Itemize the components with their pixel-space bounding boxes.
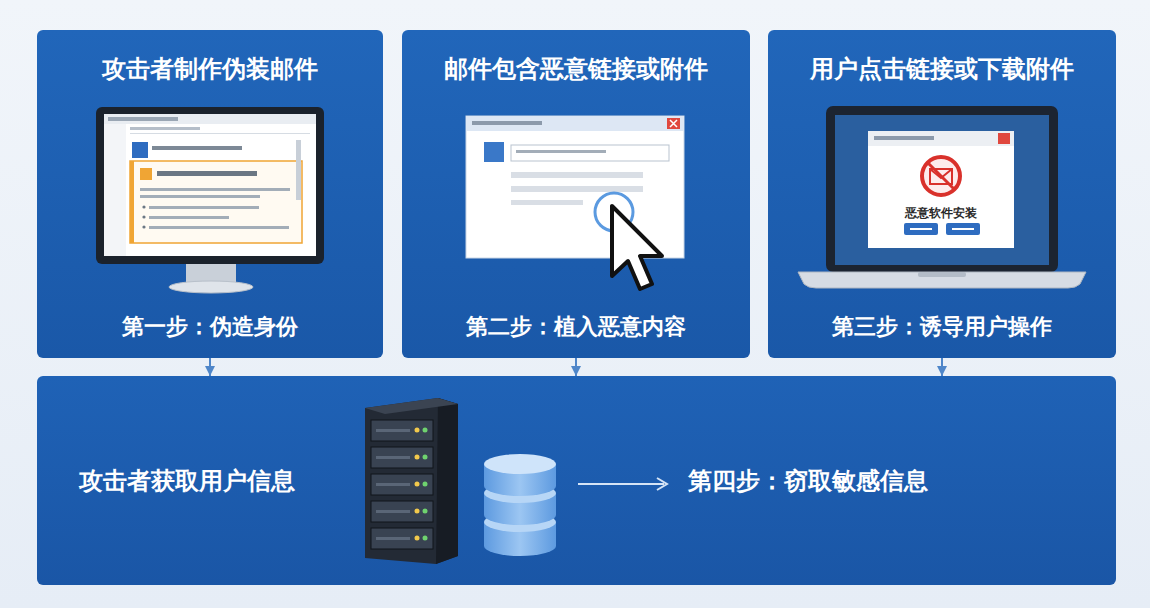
flow-connector bbox=[941, 358, 943, 376]
step-label: 第四步：窃取敏感信息 bbox=[688, 466, 928, 496]
step-label: 第三步：诱导用户操作 bbox=[832, 313, 1052, 341]
step-panel: 用户点击链接或下载附件第三步：诱导用户操作 bbox=[768, 30, 1116, 358]
flow-connector bbox=[209, 358, 211, 376]
box-title: 邮件包含恶意链接或附件 bbox=[444, 54, 708, 84]
step-label: 第一步：伪造身份 bbox=[122, 313, 298, 341]
dialog-text: 恶意软件安装 bbox=[905, 206, 977, 220]
box-title: 用户点击链接或下载附件 bbox=[810, 54, 1074, 84]
step-label: 第二步：植入恶意内容 bbox=[466, 313, 686, 341]
step-panel: 邮件包含恶意链接或附件第二步：植入恶意内容 bbox=[402, 30, 750, 358]
flow-connector bbox=[575, 358, 577, 376]
step-panel: 攻击者制作伪装邮件第一步：伪造身份 bbox=[37, 30, 383, 358]
box-title: 攻击者制作伪装邮件 bbox=[102, 54, 318, 84]
result-band: 攻击者获取用户信息 第四步：窃取敏感信息 bbox=[37, 376, 1116, 585]
box-title: 攻击者获取用户信息 bbox=[79, 466, 295, 496]
